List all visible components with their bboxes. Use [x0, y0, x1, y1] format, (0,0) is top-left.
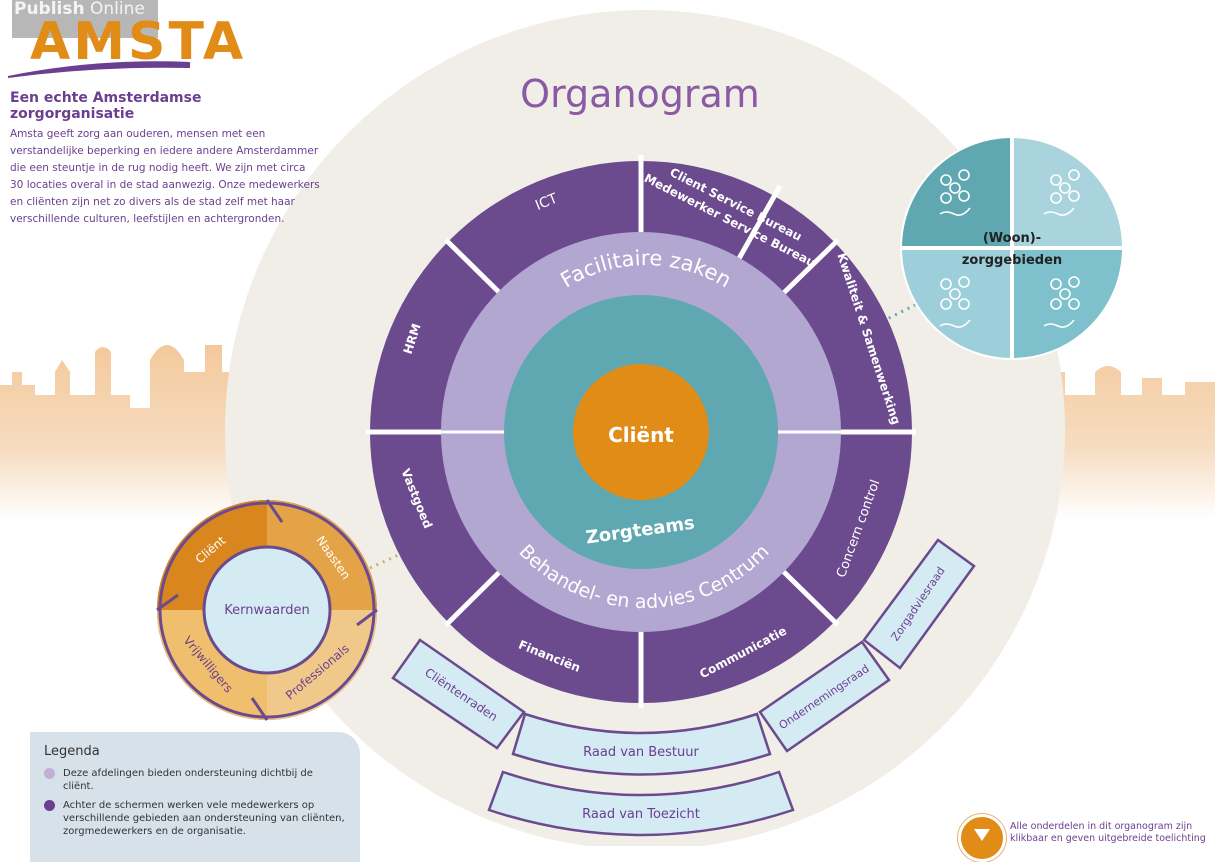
people-icon [939, 169, 971, 216]
legend-item: Achter de schermen werken vele medewerke… [44, 799, 346, 838]
rvb-label: Raad van Bestuur [583, 745, 699, 760]
client-center[interactable] [573, 364, 709, 500]
logo-swoosh [8, 61, 190, 78]
legend-dot-dark [44, 800, 55, 811]
raad-van-bestuur-box[interactable]: Raad van Bestuur [511, 712, 772, 776]
people-icon [939, 276, 971, 328]
woon-label-2: zorggebieden [962, 253, 1062, 268]
publish-online-label: Publish Online [12, 0, 158, 38]
legend-dot-light [44, 768, 55, 779]
segment-ict-label: ICT [533, 191, 560, 214]
woon-zorggebieden[interactable]: (Woon)- zorggebieden [900, 136, 1124, 360]
intro-block: Een echte Amsterdamse zorgorganisatie Am… [10, 90, 320, 228]
client-label: Cliënt [608, 423, 674, 447]
amsta-logo: AMSTA [30, 12, 247, 72]
raad-van-toezicht-box[interactable]: Raad van Toezicht [487, 770, 795, 837]
info-arrow-icon[interactable] [958, 814, 1006, 862]
footnote: Alle onderdelen in dit organogram zijn k… [1010, 821, 1206, 844]
legend-text: Deze afdelingen bieden ondersteuning dic… [63, 768, 313, 792]
legend-panel: Legenda Deze afdelingen bieden ondersteu… [30, 732, 360, 862]
kernwaarden-label: Kernwaarden [224, 603, 309, 618]
intro-title: Een echte Amsterdamse zorgorganisatie [10, 90, 202, 122]
legend-text: Achter de schermen werken vele medewerke… [63, 800, 345, 837]
page-title: Organogram [520, 72, 760, 116]
people-icon [1043, 169, 1080, 216]
rvt-label: Raad van Toezicht [582, 807, 700, 822]
legend-item: Deze afdelingen bieden ondersteuning dic… [44, 767, 346, 793]
woon-label-1: (Woon)- [983, 231, 1041, 246]
segment-ict[interactable]: ICT [533, 191, 560, 214]
legend-title: Legenda [44, 744, 100, 759]
intro-body: Amsta geeft zorg aan ouderen, mensen met… [10, 128, 320, 225]
people-icon [1043, 276, 1080, 328]
kernwaarden-wheel[interactable]: Kernwaarden Cliënt Naasten Professionals… [156, 499, 378, 721]
